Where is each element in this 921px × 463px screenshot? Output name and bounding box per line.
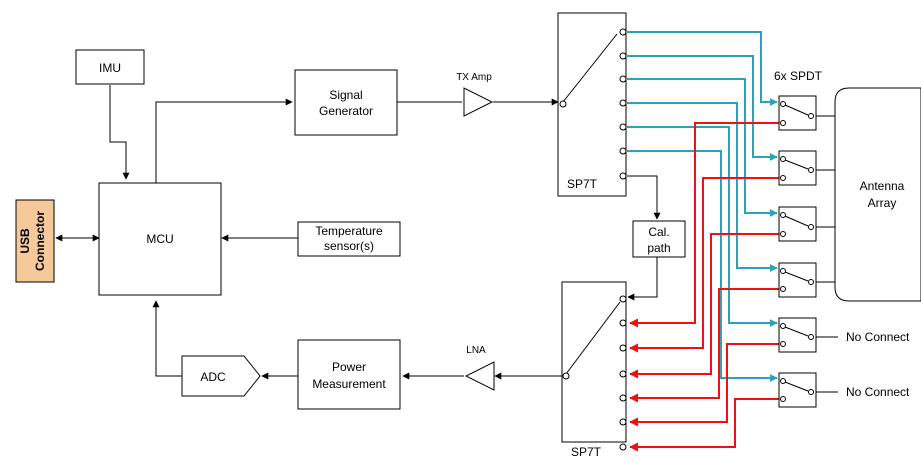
sp7t-top-label: SP7T xyxy=(567,177,598,191)
usb-label-line1: USB xyxy=(18,228,32,254)
lna: LNA xyxy=(464,345,495,391)
sp7t-top-switch: SP7T xyxy=(557,12,627,197)
spdt-switch xyxy=(778,262,817,298)
usb-label-line2: Connector xyxy=(33,211,47,271)
power-label-line2: Measurement xyxy=(312,377,386,391)
tx-amp: TX Amp xyxy=(456,72,494,117)
no-connect-label-2: No Connect xyxy=(846,385,910,399)
temperature-label-line1: Temperature xyxy=(315,224,383,238)
cal-path-block: Cal. path xyxy=(632,220,686,258)
no-connect-label-1: No Connect xyxy=(846,330,910,344)
usb-connector-block: USB Connector xyxy=(15,199,55,283)
spdt-switch xyxy=(778,150,817,186)
power-label-line1: Power xyxy=(332,360,366,374)
adc-label: ADC xyxy=(200,370,226,384)
signal-generator-block: Signal Generator xyxy=(294,69,398,136)
signal-generator-label-line2: Generator xyxy=(319,104,373,118)
rx-path-lines xyxy=(629,122,779,452)
spdt-title: 6x SPDT xyxy=(774,69,823,83)
mcu-label: MCU xyxy=(146,232,173,246)
power-measurement-block: Power Measurement xyxy=(297,339,401,410)
sp7t-bottom-label: SP7T xyxy=(571,445,602,459)
imu-block: IMU xyxy=(75,49,145,85)
spdt-switch xyxy=(778,95,817,131)
adc-block: ADC xyxy=(181,355,261,397)
cal-path-label-line2: path xyxy=(647,241,670,255)
cal-path-label-line1: Cal. xyxy=(648,225,669,239)
black-connectors xyxy=(55,85,838,393)
mcu-block: MCU xyxy=(98,182,222,296)
imu-label: IMU xyxy=(99,61,121,75)
spdt-switch xyxy=(778,317,817,353)
signal-generator-label-line1: Signal xyxy=(329,88,362,102)
antenna-label-line2: Array xyxy=(868,196,897,210)
lna-label: LNA xyxy=(466,345,486,356)
spdt-switch xyxy=(778,372,817,408)
spdt-switch xyxy=(778,206,817,242)
sp7t-bottom-switch: SP7T xyxy=(561,281,627,459)
temperature-sensor-block: Temperature sensor(s) xyxy=(297,221,401,257)
tx-path-lines xyxy=(627,31,778,382)
tx-amp-label: TX Amp xyxy=(456,72,492,83)
antenna-label-line1: Antenna xyxy=(860,179,905,193)
temperature-label-line2: sensor(s) xyxy=(324,239,374,253)
antenna-array-block: Antenna Array xyxy=(834,87,921,302)
